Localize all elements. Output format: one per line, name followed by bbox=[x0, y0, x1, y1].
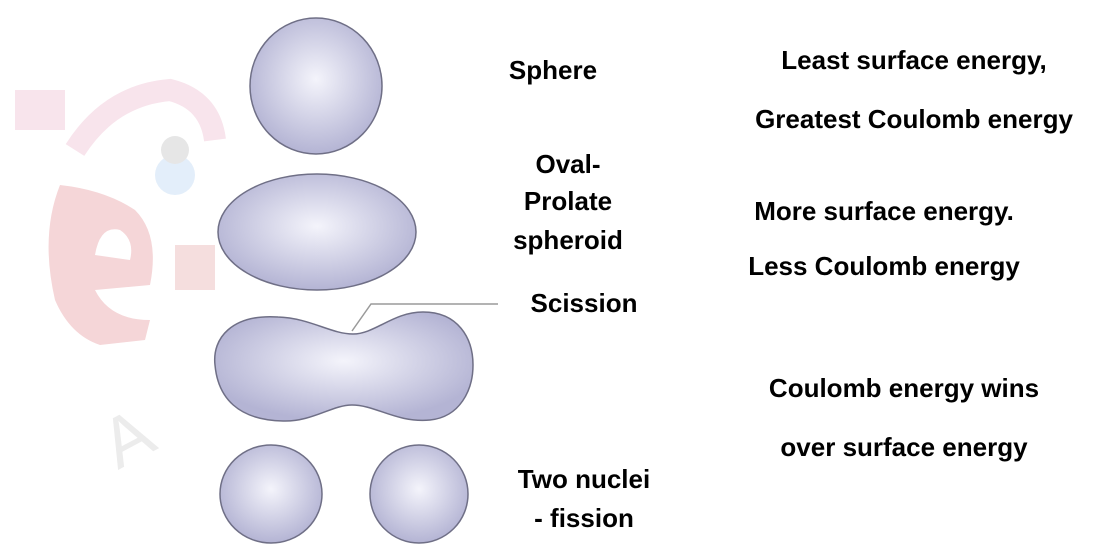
scission-label: Scission bbox=[531, 288, 638, 318]
oval-label-line-2: Prolate bbox=[524, 186, 612, 216]
oval-label-line-1: Oval- bbox=[535, 149, 600, 179]
energy-note-5: Coulomb energy wins bbox=[769, 373, 1039, 403]
energy-note-6: over surface energy bbox=[780, 432, 1028, 462]
fission-label-line-2: - fission bbox=[534, 503, 634, 533]
energy-note-4: Less Coulomb energy bbox=[748, 251, 1020, 281]
energy-note-2: Greatest Coulomb energy bbox=[755, 104, 1073, 134]
watermark-people-icon bbox=[15, 90, 65, 130]
watermark-e-shape bbox=[49, 185, 153, 345]
sphere-shape bbox=[250, 18, 382, 154]
oval-label-line-3: spheroid bbox=[513, 225, 623, 255]
watermark-arc bbox=[75, 90, 215, 150]
scission-neck-shape bbox=[215, 312, 473, 421]
left-nucleus-shape bbox=[220, 445, 322, 543]
right-nucleus-shape bbox=[370, 445, 468, 543]
prolate-spheroid-shape bbox=[218, 174, 416, 290]
watermark-letter: A bbox=[88, 392, 166, 483]
watermark-logo: A bbox=[15, 90, 215, 483]
watermark-red-block bbox=[175, 245, 215, 290]
sphere-label: Sphere bbox=[509, 55, 597, 85]
energy-note-3: More surface energy. bbox=[754, 196, 1014, 226]
watermark-grey-dot bbox=[161, 136, 189, 164]
energy-note-1: Least surface energy, bbox=[781, 45, 1046, 75]
fission-label-line-1: Two nuclei bbox=[518, 464, 650, 494]
